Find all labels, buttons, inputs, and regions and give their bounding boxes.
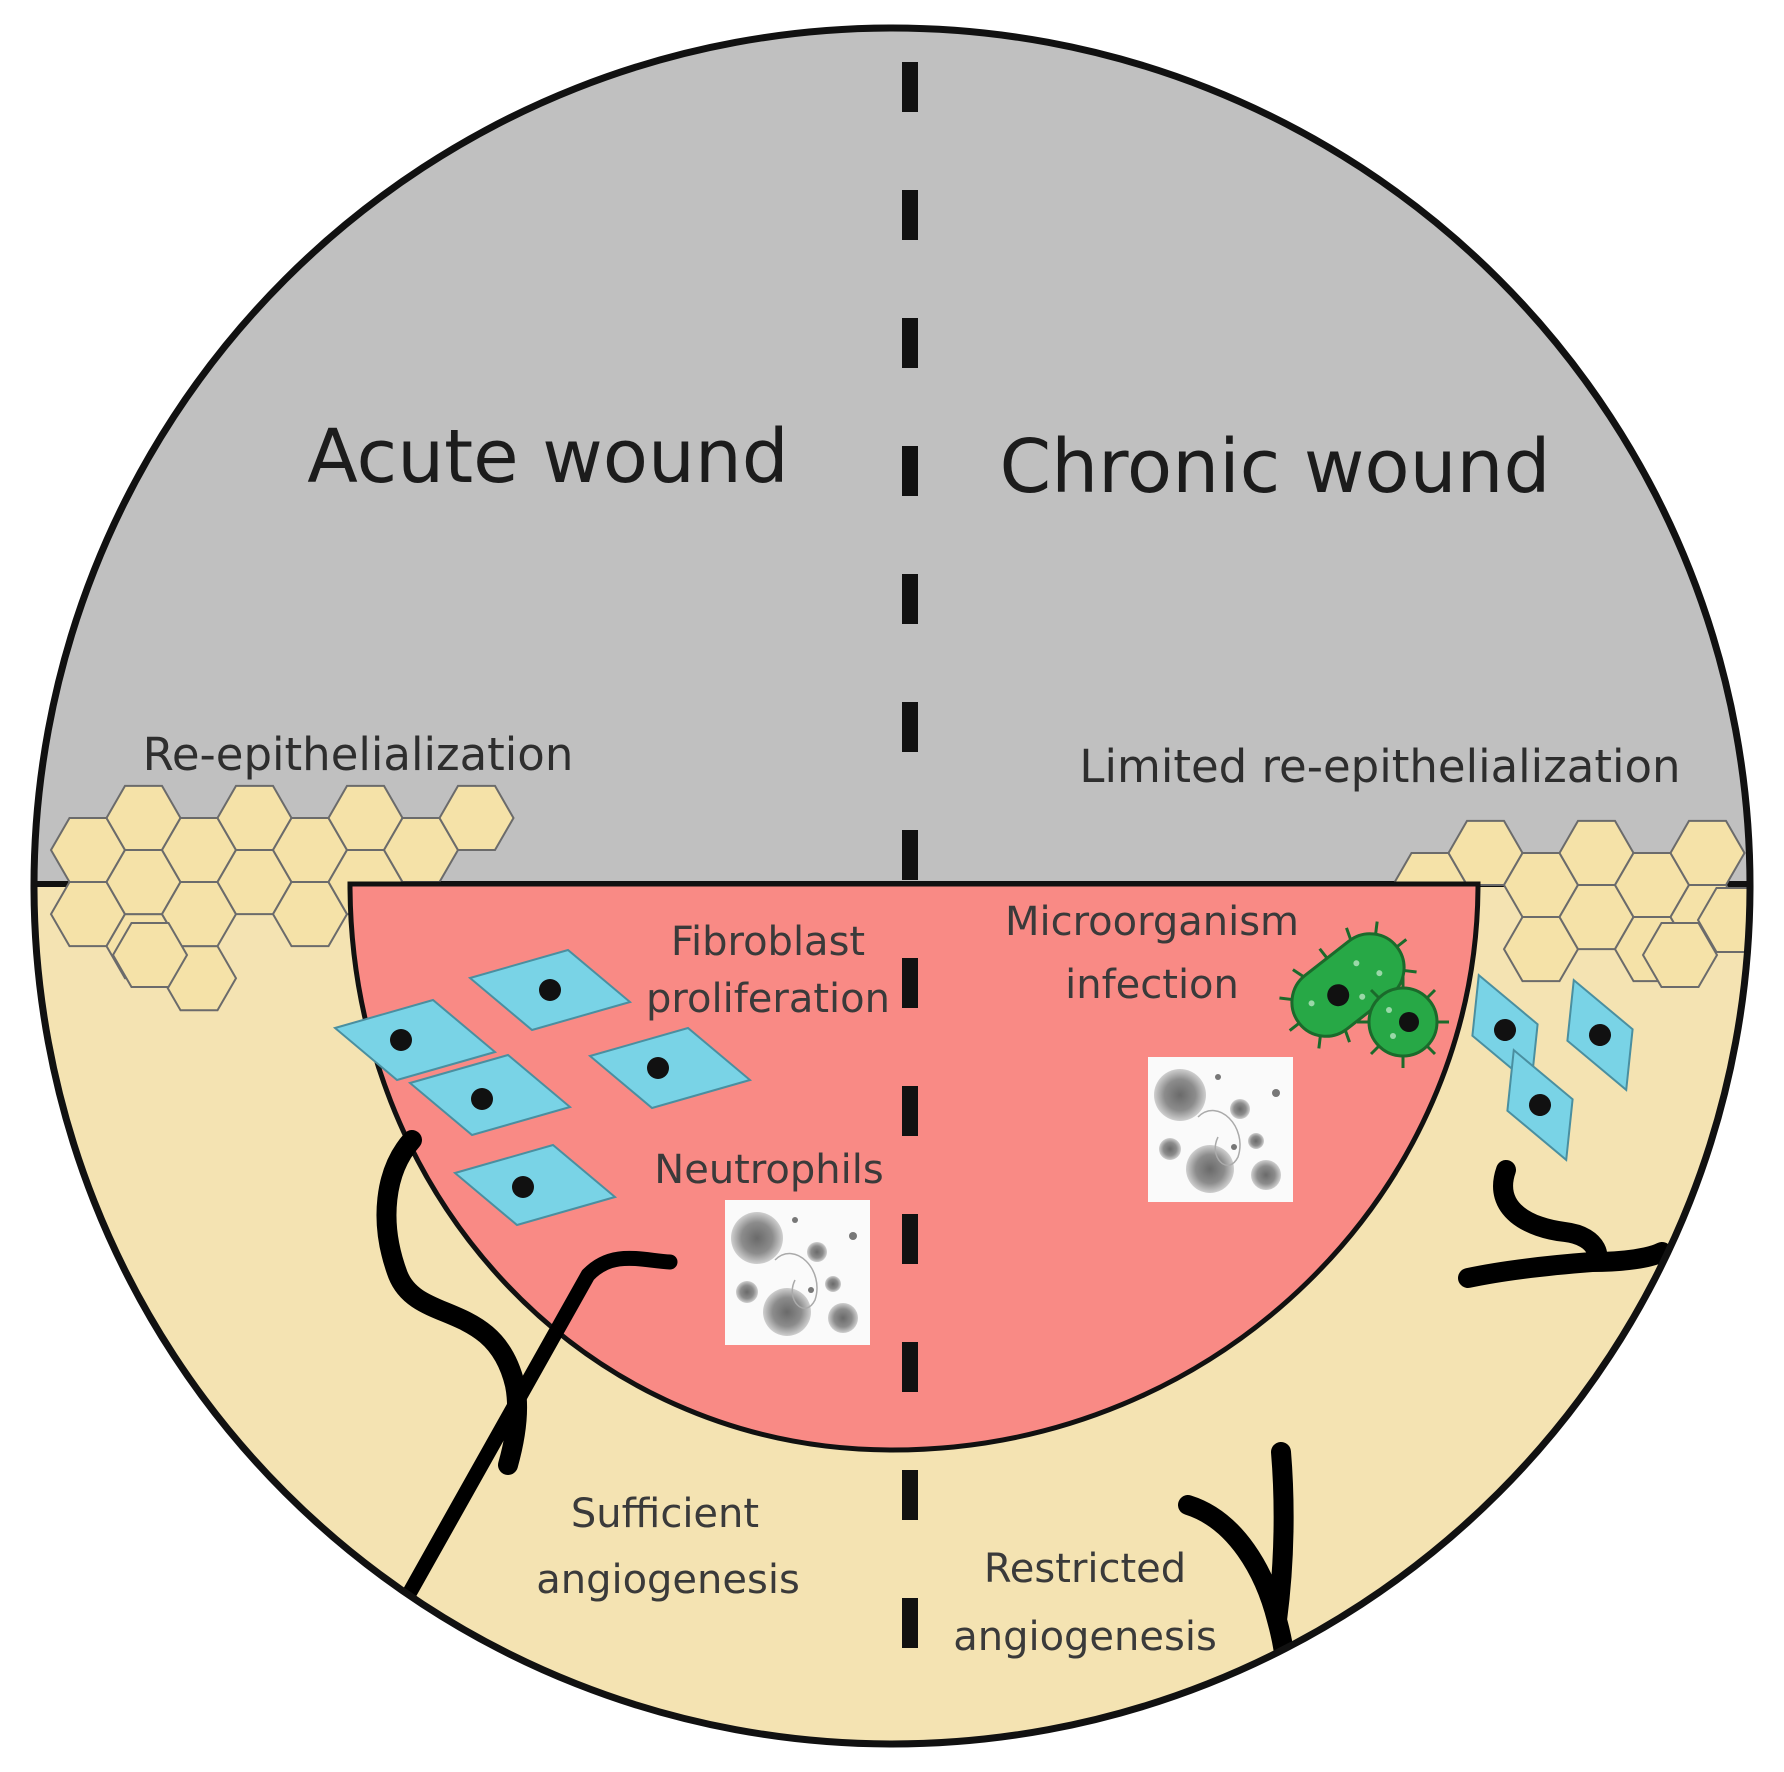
epithelium-cell bbox=[1641, 922, 1719, 988]
epithelium-cell bbox=[111, 922, 189, 988]
vessel-left-main bbox=[402, 1250, 678, 1600]
fibroblast-cell bbox=[587, 1026, 753, 1110]
cell-nucleus bbox=[512, 1176, 534, 1198]
cell-nucleus bbox=[647, 1057, 669, 1079]
blood-vessels bbox=[376, 1130, 1672, 1712]
wound-bed bbox=[347, 881, 1481, 1453]
title-chronic-wound: Chronic wound bbox=[1000, 424, 1551, 510]
epithelium-cells-right bbox=[1391, 819, 1750, 988]
fibroblast-cell bbox=[1566, 978, 1634, 1092]
fibroblast-cell bbox=[1506, 1048, 1574, 1162]
label-restricted-angiogenesis-line2: angiogenesis bbox=[953, 1614, 1217, 1660]
fibroblast-cells-wound bbox=[332, 948, 753, 1227]
label-neutrophils: Neutrophils bbox=[654, 1147, 883, 1193]
diagram-circle-border bbox=[30, 24, 1754, 1748]
cell-nucleus bbox=[471, 1088, 493, 1110]
fibroblast-cells-tissue bbox=[1471, 973, 1634, 1162]
cell-nucleus bbox=[1529, 1094, 1551, 1116]
label-microorganism-infection-line1: Microorganism bbox=[1005, 899, 1299, 945]
cell-nucleus bbox=[539, 979, 561, 1001]
label-re-epithelialization: Re-epithelialization bbox=[143, 728, 574, 781]
fibroblast-cell bbox=[467, 948, 633, 1032]
epithelium-cell bbox=[1696, 887, 1750, 953]
label-sufficient-angiogenesis-line1: Sufficient bbox=[571, 1491, 759, 1537]
label-fibroblast-proliferation-line1: Fibroblast bbox=[671, 919, 865, 965]
vessel-right-upper bbox=[1458, 1160, 1672, 1288]
fibroblast-cell bbox=[452, 1143, 618, 1227]
label-microorganism-infection-line2: infection bbox=[1065, 962, 1239, 1008]
label-restricted-angiogenesis-line1: Restricted bbox=[984, 1546, 1186, 1592]
label-sufficient-angiogenesis-line2: angiogenesis bbox=[536, 1557, 800, 1603]
cell-nucleus bbox=[1589, 1024, 1611, 1046]
label-fibroblast-proliferation-line2: proliferation bbox=[646, 976, 890, 1022]
title-acute-wound: Acute wound bbox=[307, 414, 789, 500]
cell-nucleus bbox=[1494, 1019, 1516, 1041]
fibroblast-cell bbox=[332, 998, 498, 1082]
cell-nucleus bbox=[390, 1029, 412, 1051]
neutrophil-image-right bbox=[1148, 1057, 1293, 1202]
label-limited-re-epithelialization: Limited re-epithelialization bbox=[1079, 740, 1680, 793]
bacteria-icon bbox=[1279, 921, 1449, 1068]
neutrophil-image-left bbox=[725, 1200, 870, 1345]
epithelium-cells-left bbox=[49, 784, 515, 1012]
epithelium-cell bbox=[438, 784, 515, 851]
fibroblast-cell bbox=[407, 1053, 573, 1137]
